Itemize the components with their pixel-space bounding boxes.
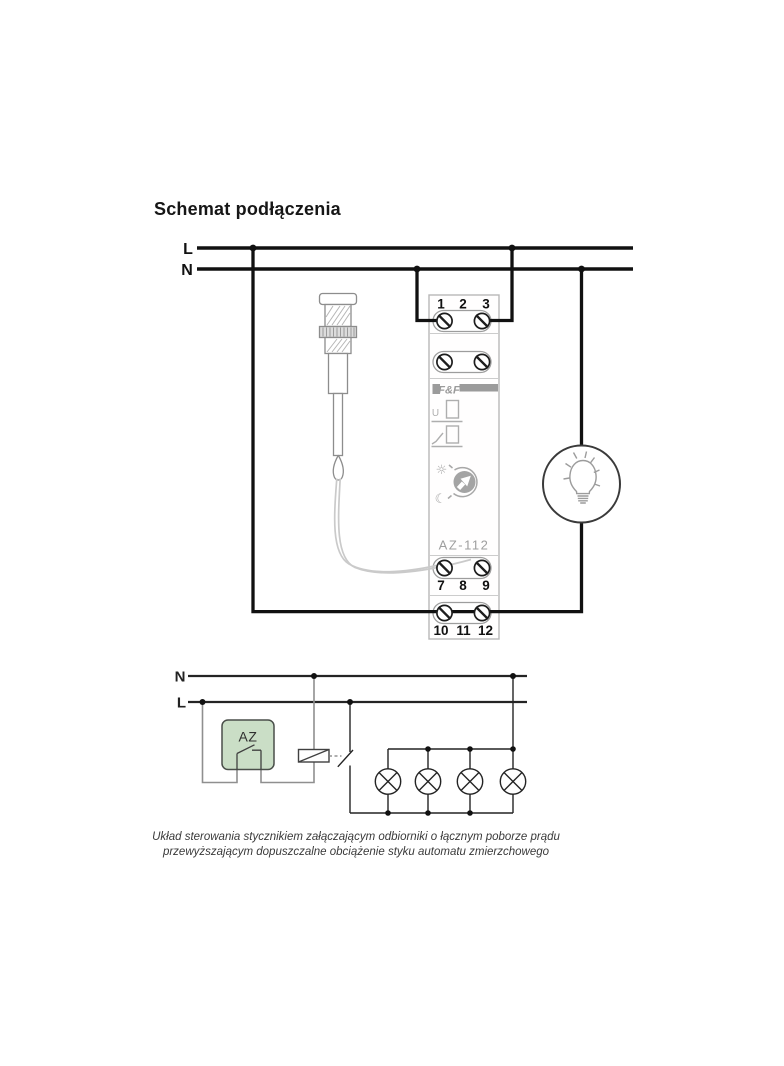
junction-dot	[347, 699, 353, 705]
load-circuit	[337, 676, 527, 816]
terminal-number: 10	[433, 623, 448, 638]
bulb-base	[577, 495, 589, 504]
lamp-symbol	[499, 768, 527, 795]
knob-arrow-tail	[456, 481, 466, 491]
sun-icon: ☼	[436, 463, 448, 478]
caption-line-2: przewyższającym dopuszczalne obciążenie …	[162, 845, 550, 858]
junction-dot	[467, 810, 473, 816]
terminal-numbers: 1 2 3 7 8 9 10 11 12	[433, 297, 493, 639]
terminal-number: 8	[459, 578, 467, 593]
screw-terminal-1	[436, 312, 453, 330]
junction-dot	[467, 746, 473, 752]
relay-contact-icon	[431, 432, 444, 445]
wire-l-to-terminal3	[482, 248, 514, 323]
device-model-label: AZ-112	[439, 538, 490, 553]
knob-arrow-head	[460, 475, 471, 487]
upper-diagram: L N	[181, 241, 633, 640]
device-face: F&F U ☼ ☾ AZ-112	[431, 384, 498, 553]
screw-terminals	[436, 312, 491, 622]
caption-line-1: Układ sterowania stycznikiem załączający…	[152, 831, 560, 843]
junction-dot	[249, 244, 257, 252]
page-title: Schemat podłączenia	[154, 199, 341, 219]
ff-logo: F&F	[438, 385, 460, 397]
lamp-symbol	[414, 768, 442, 795]
n-line-label: N	[181, 262, 193, 279]
junction-dot	[578, 265, 585, 273]
terminal-number: 12	[478, 623, 493, 638]
terminal-number: 7	[437, 578, 445, 593]
knob-scale-ticks	[447, 464, 453, 500]
screw-terminal-3	[473, 312, 491, 330]
lamp-symbol	[374, 768, 402, 795]
az-box-label: AZ	[239, 729, 258, 745]
sensor-hatch-2	[326, 338, 351, 353]
terminal-number: 1	[437, 297, 445, 312]
contact-blade	[337, 749, 354, 768]
photo-sensor-probe	[318, 292, 472, 574]
led-window-relay	[445, 425, 460, 444]
ff-logo-block	[432, 384, 440, 394]
junction-dot	[413, 265, 421, 273]
indicator-u-label: U	[432, 408, 439, 419]
terminal-number: 3	[482, 297, 490, 312]
lower-n-label: N	[175, 669, 186, 686]
junction-dot	[311, 673, 317, 679]
screw-terminal-12	[473, 604, 491, 622]
upper-wires	[249, 244, 585, 614]
moon-icon: ☾	[435, 492, 447, 507]
lamp-circle	[542, 444, 621, 524]
az-internal-contact	[236, 744, 262, 770]
led-window-u	[445, 399, 460, 419]
control-circuit-wires	[201, 676, 315, 784]
ff-logo-bar	[459, 384, 498, 392]
l-line-label: L	[183, 241, 193, 258]
sensor-cable-strand	[333, 478, 437, 573]
bulb-rays	[563, 451, 601, 487]
screw-terminal-4	[436, 353, 453, 371]
sensor-hatch	[325, 305, 351, 326]
junction-dot	[425, 810, 431, 816]
lamp-bank-wires	[349, 676, 514, 814]
figure-caption: Układ sterowania stycznikiem załączający…	[76, 830, 636, 859]
lower-l-label: L	[177, 695, 186, 712]
screw-terminal-9	[473, 559, 491, 577]
az-switch-box	[221, 719, 275, 771]
terminal-number: 2	[459, 297, 467, 312]
sensor-nut-ribs	[322, 327, 355, 337]
screw-terminal-10	[436, 604, 453, 622]
lamp-symbol	[456, 768, 484, 795]
junction-dot	[425, 746, 431, 752]
screw-terminal-7	[436, 559, 453, 577]
junction-dot	[510, 746, 516, 752]
wire-n-to-terminal1	[415, 269, 445, 323]
junction-dot	[385, 810, 391, 816]
terminal-number: 9	[482, 578, 490, 593]
sensor-tip-loop	[332, 454, 344, 481]
junction-dot	[508, 244, 516, 252]
coil-diagonal	[298, 748, 330, 763]
screw-terminal-6	[473, 353, 491, 371]
sensor-stem	[332, 392, 344, 457]
bulb-icon	[569, 459, 597, 495]
lamp-load	[542, 444, 621, 524]
lower-diagram: N L AZ	[175, 669, 527, 816]
junction-dot	[510, 673, 516, 679]
terminal-number: 11	[456, 623, 471, 638]
knob-scale-arc	[453, 466, 478, 498]
sensor-cap	[318, 292, 358, 306]
sensor-tube	[327, 352, 349, 395]
device-section-lines	[429, 332, 499, 597]
junction-dot	[199, 699, 206, 705]
sensor-cable-strand	[337, 478, 472, 574]
